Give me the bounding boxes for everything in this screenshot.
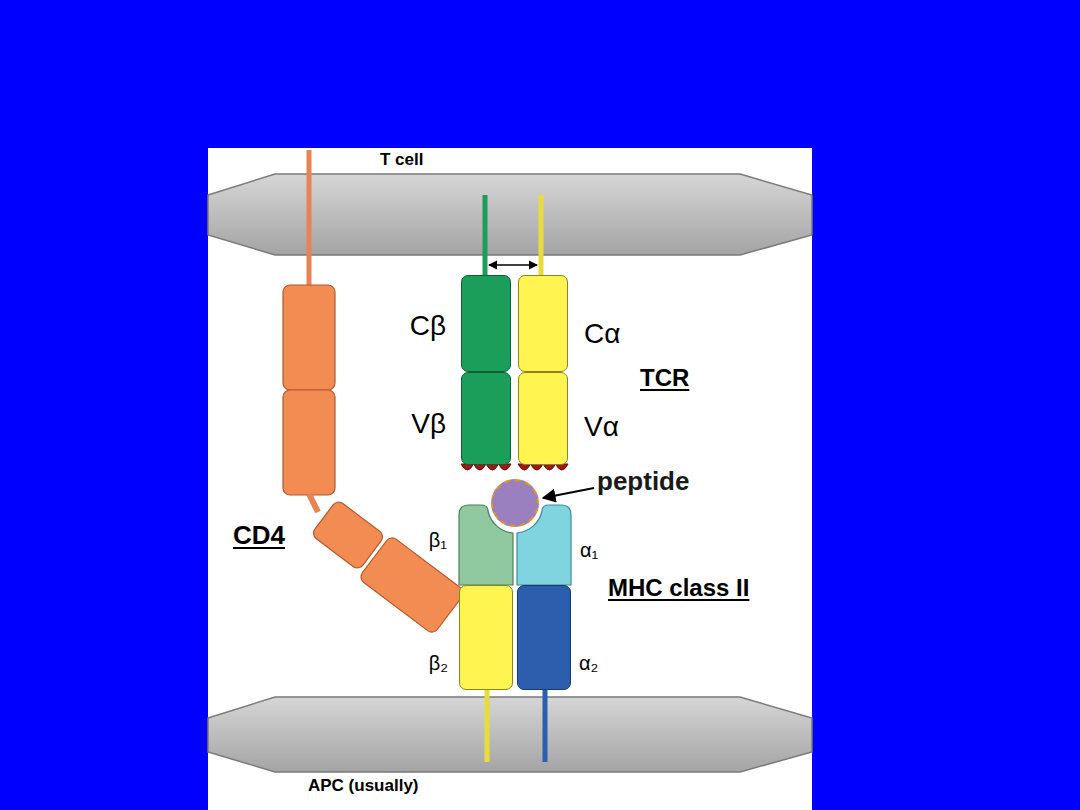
c-alpha-domain: Cα [518, 275, 568, 372]
domain-shape [517, 505, 571, 585]
domain-label: β₂ [429, 652, 448, 674]
domain-shape [459, 505, 513, 585]
cd4-hinge [309, 494, 318, 512]
domain-label: Cβ [410, 310, 446, 341]
c-beta-domain: Cβ [461, 275, 511, 372]
beta1-domain: β₁ [459, 505, 513, 585]
leader-arrow [543, 488, 594, 498]
tcr-beta-stalk [483, 195, 488, 276]
domain-label: β₁ [429, 529, 447, 551]
cell-label: T cell [380, 150, 423, 170]
mhc-beta-stalk [485, 689, 490, 762]
molecule-label: MHC class II [608, 574, 749, 602]
tcr-alpha-stalk [539, 195, 544, 276]
molecule-label: CD4 [233, 521, 285, 551]
apc-membrane [208, 697, 812, 772]
domain-label: α₂ [579, 652, 598, 674]
molecule-label: TCR [640, 364, 689, 392]
domain-label: Cα [584, 318, 620, 349]
alpha1-domain: α₁ [517, 505, 571, 585]
cd4-domain [358, 535, 466, 635]
domain-label: Vβ [411, 408, 446, 439]
white-panel [208, 148, 812, 810]
domain-label: α₁ [580, 539, 598, 561]
cell-label: APC (usually) [308, 776, 419, 796]
peptide-label: peptide [597, 467, 689, 496]
domain-label: Vα [584, 411, 619, 442]
domain-outline [517, 505, 571, 585]
disulfide-link [489, 264, 537, 265]
mhc-alpha-stalk [543, 689, 548, 762]
t-cell-membrane [208, 174, 812, 255]
cd4-domain [283, 390, 335, 495]
v-alpha-domain: Vα [518, 372, 568, 465]
cd4-domain [283, 285, 335, 390]
cd4-stalk [307, 150, 312, 286]
v-beta-domain: Vβ [461, 372, 511, 465]
peptide-circle: peptide [491, 479, 539, 527]
beta2-domain: β₂ [459, 585, 513, 690]
alpha2-domain: α₂ [517, 585, 571, 690]
domain-outline [459, 505, 513, 585]
